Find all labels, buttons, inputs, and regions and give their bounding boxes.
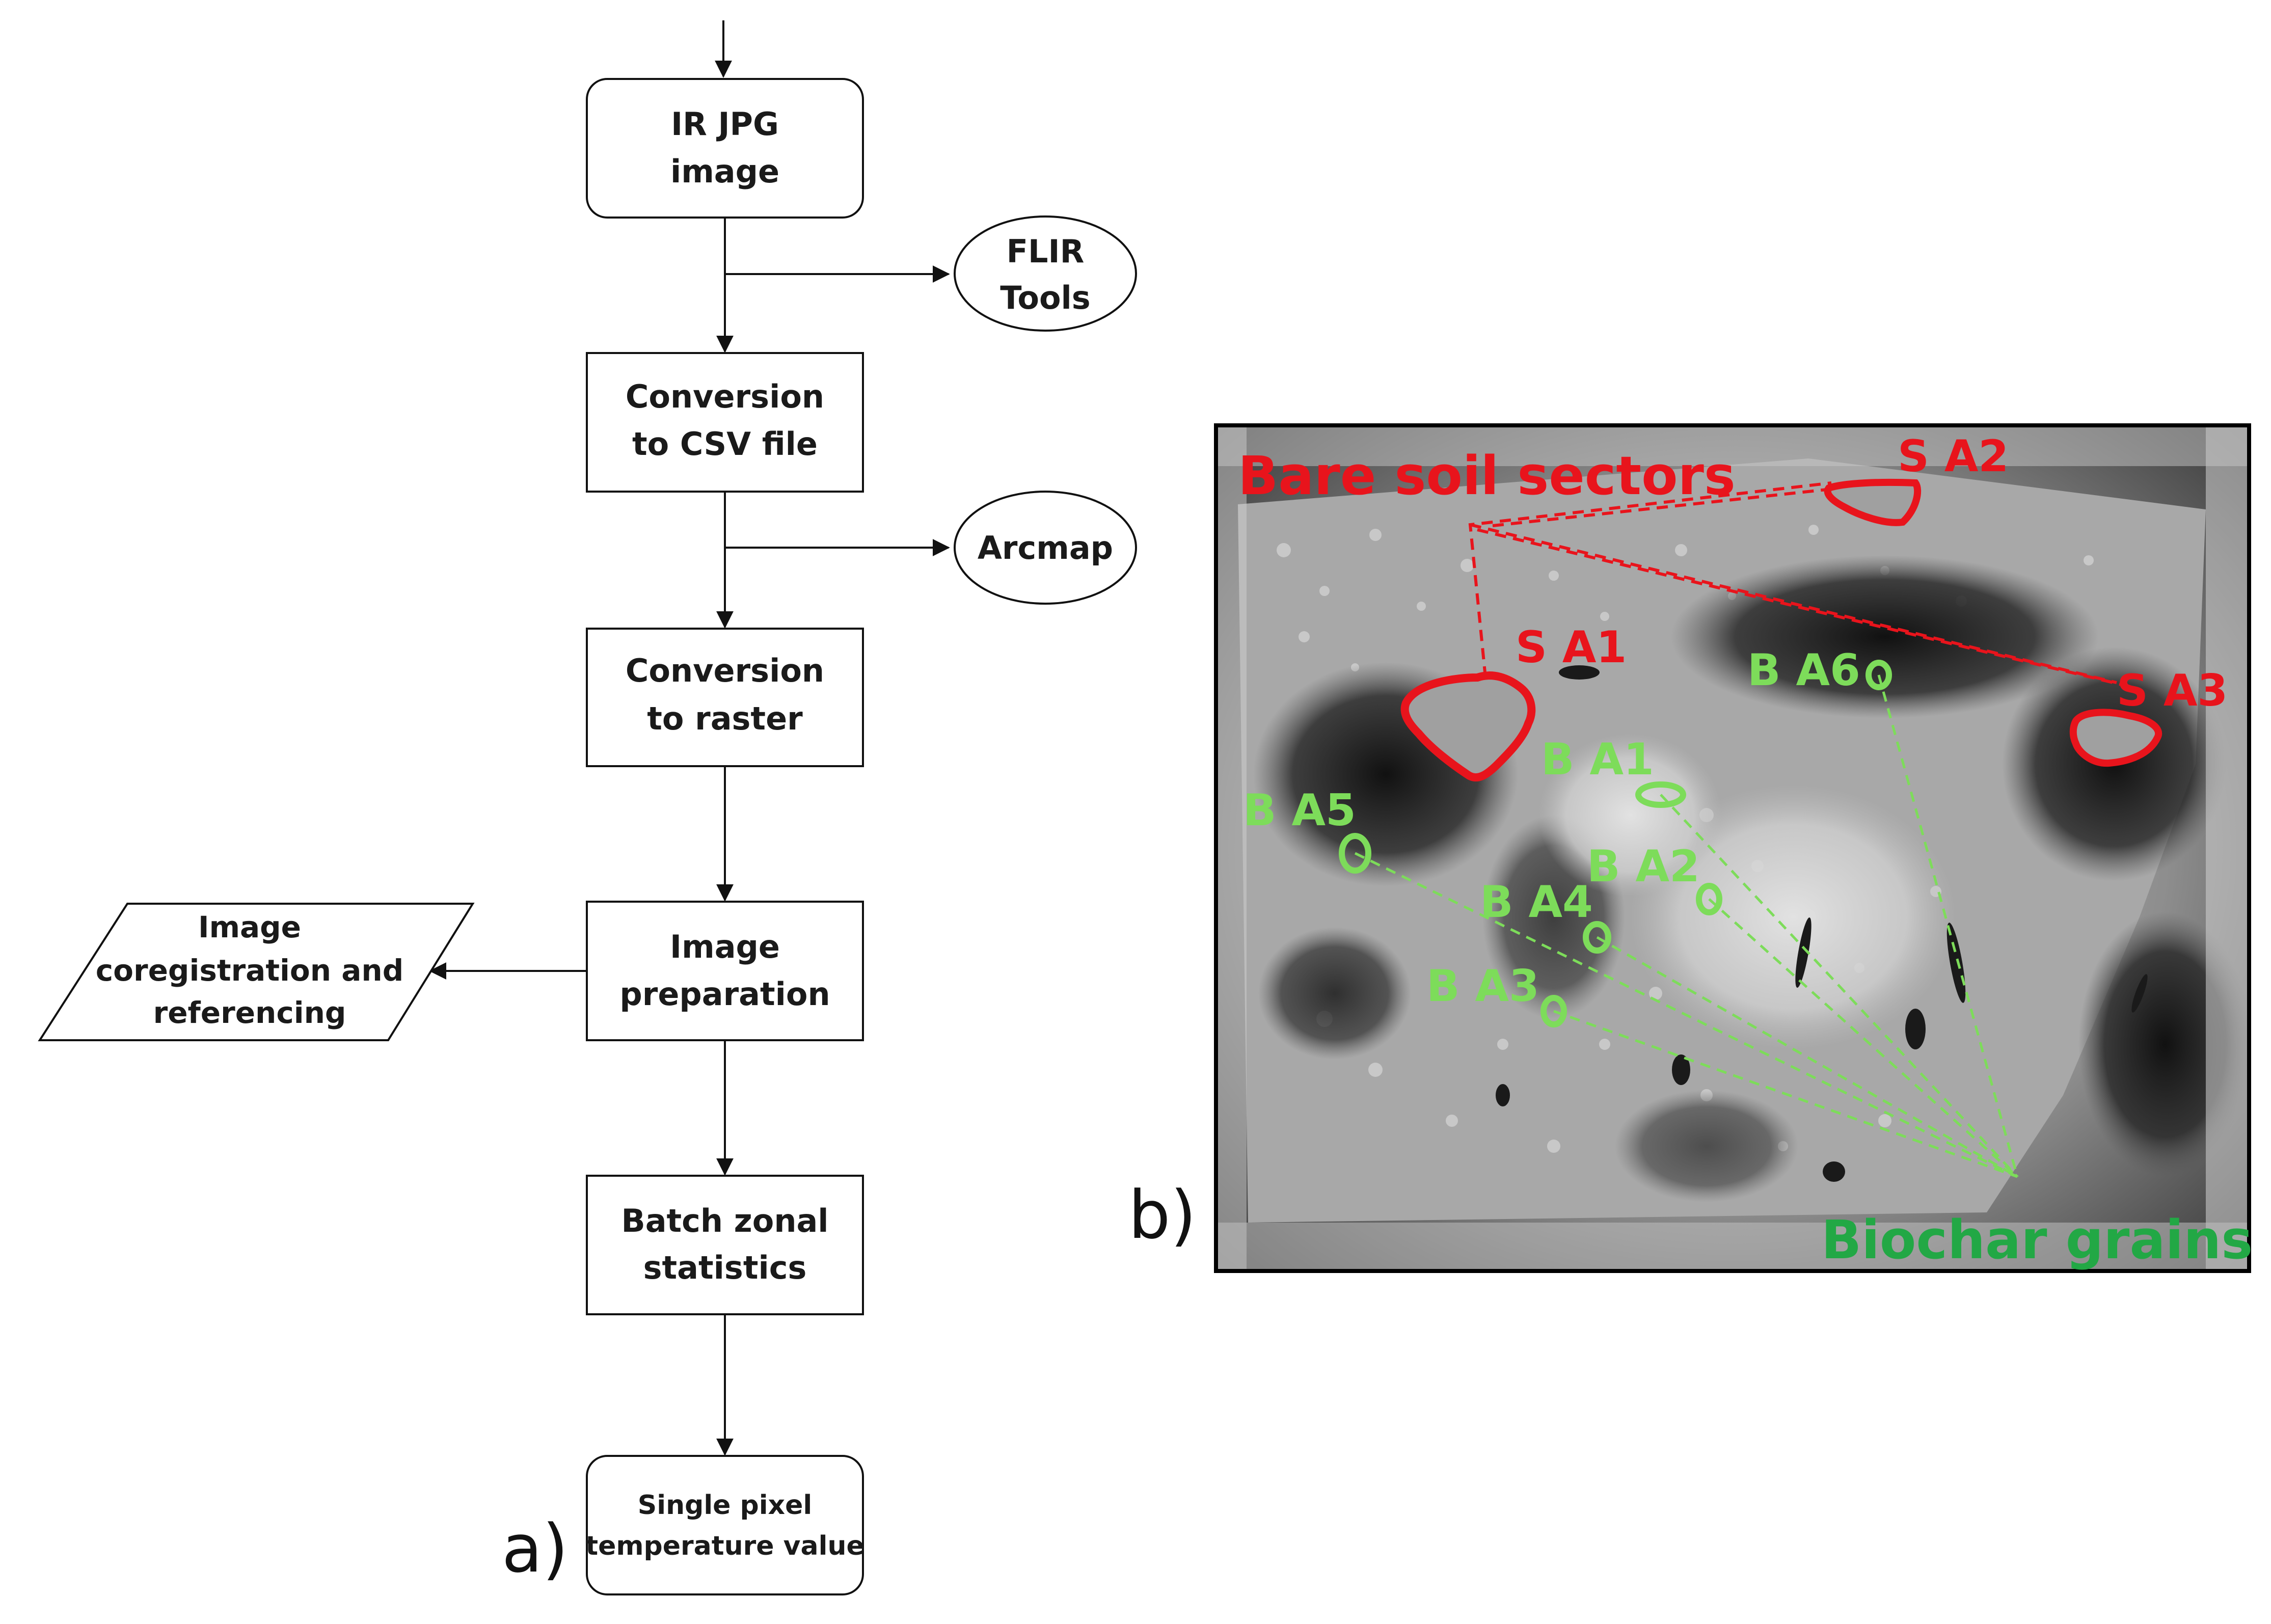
node-raster-line1: Conversion xyxy=(626,652,824,689)
node-coreg-line2: coregistration and xyxy=(96,953,403,988)
node-coreg-line1: Image xyxy=(198,910,301,944)
biochar-label-ba3: B A3 xyxy=(1426,961,1539,1012)
node-batch-line1: Batch zonal xyxy=(621,1202,828,1239)
dark-grains xyxy=(1496,665,2148,1182)
soil-label-sa3: S A3 xyxy=(2117,665,2228,716)
biochar-connector-lines xyxy=(1354,674,2019,1178)
node-flir-tools: FLIR Tools xyxy=(954,215,1137,332)
biochar-label-ba2: B A2 xyxy=(1587,841,1700,892)
node-csv-line2: to CSV file xyxy=(632,425,818,463)
node-raster-line2: to raster xyxy=(647,700,803,737)
node-single-pixel: Single pixel temperature value xyxy=(585,1455,864,1595)
bare-soil-title: Bare soil sectors xyxy=(1238,445,1736,507)
node-single-line2: temperature value xyxy=(585,1531,864,1561)
node-ir-jpg-image: IR JPG image xyxy=(586,78,864,219)
biochar-label-ba6: B A6 xyxy=(1747,645,1860,696)
panel-b-label: b) xyxy=(1128,1176,1196,1254)
node-batch-line2: statistics xyxy=(643,1249,807,1286)
node-flir-line1: FLIR xyxy=(1007,233,1085,270)
biochar-label-ba1: B A1 xyxy=(1541,734,1654,785)
thermal-panel: b) xyxy=(1128,423,2253,1273)
thermal-image xyxy=(1214,423,2251,1273)
soil-label-sa2: S A2 xyxy=(1898,431,2009,482)
biochar-label-ba5: B A5 xyxy=(1243,785,1356,836)
node-arcmap-label: Arcmap xyxy=(978,529,1113,566)
node-csv-line1: Conversion xyxy=(626,378,824,415)
soil-region-sa3 xyxy=(2069,709,2162,767)
biochar-markers xyxy=(1339,660,1892,1027)
panel-a-label: a) xyxy=(502,1510,568,1587)
node-image-preparation: Image preparation xyxy=(586,901,864,1041)
biochar-marker-ba5 xyxy=(1339,833,1371,874)
biochar-marker-ba4 xyxy=(1583,921,1611,954)
soil-connector-lines xyxy=(1468,481,2135,689)
soil-region-sa1 xyxy=(1400,671,1536,781)
bare-soil-regions xyxy=(1400,478,2162,781)
biochar-title: Biochar grains xyxy=(1821,1209,2253,1271)
node-prep-line2: preparation xyxy=(619,976,830,1013)
node-conversion-raster: Conversion to raster xyxy=(586,628,864,767)
biochar-marker-ba1 xyxy=(1635,781,1686,808)
flowchart: IR JPG image FLIR Tools Conversion to CS… xyxy=(38,20,1137,1595)
node-prep-line1: Image xyxy=(670,928,780,965)
soil-label-sa1: S A1 xyxy=(1516,622,1627,673)
biochar-label-ba4: B A4 xyxy=(1480,877,1593,928)
node-arcmap: Arcmap xyxy=(954,491,1137,605)
node-ir-jpg-line2: image xyxy=(670,153,779,190)
node-batch-zonal: Batch zonal statistics xyxy=(586,1175,864,1315)
node-flir-line2: Tools xyxy=(1000,279,1090,316)
biochar-marker-ba3 xyxy=(1540,995,1567,1027)
node-coregistration: Image coregistration and referencing xyxy=(38,903,475,1041)
biochar-marker-ba2 xyxy=(1696,883,1722,915)
node-coreg-line3: referencing xyxy=(153,995,346,1030)
soil-region-sa2 xyxy=(1824,478,1922,526)
node-ir-jpg-line1: IR JPG xyxy=(671,105,779,143)
biochar-marker-ba6 xyxy=(1866,660,1892,690)
node-single-line1: Single pixel xyxy=(638,1490,812,1521)
node-conversion-csv: Conversion to CSV file xyxy=(586,352,864,493)
